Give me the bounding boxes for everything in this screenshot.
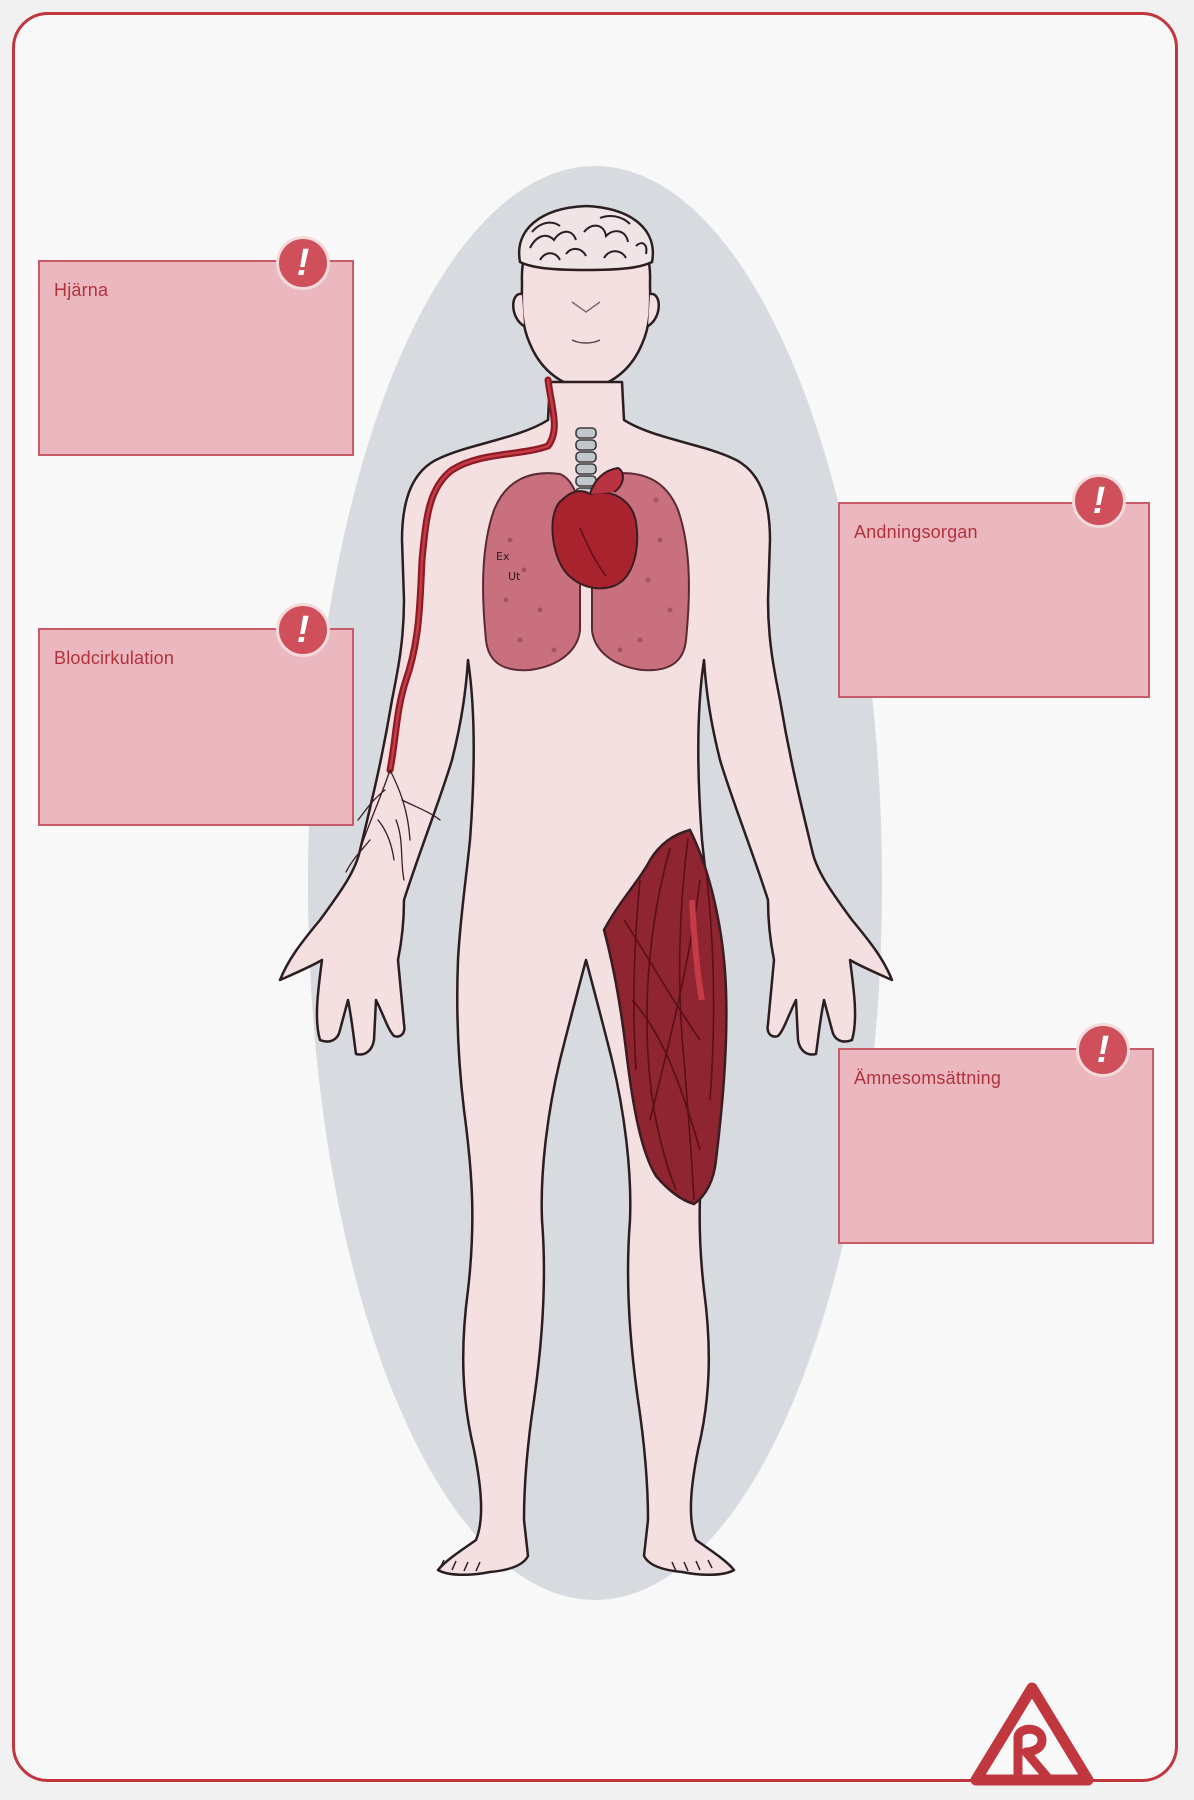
circulation-box: Blodcirkulation: [38, 628, 354, 826]
triangle-logo-icon: [968, 1680, 1096, 1788]
svg-text:Ut: Ut: [508, 570, 521, 583]
respiration-box: Andningsorgan: [838, 502, 1150, 698]
metabolism-box: Ämnesomsättning: [838, 1048, 1154, 1244]
svg-text:Ex: Ex: [496, 550, 510, 563]
exclamation-icon: !: [1072, 474, 1126, 528]
respiration-box-title: Andningsorgan: [854, 522, 978, 543]
brain-box-title: Hjärna: [54, 280, 108, 301]
exclamation-icon: !: [1076, 1023, 1130, 1077]
exclamation-icon: !: [276, 236, 330, 290]
circulation-box-title: Blodcirkulation: [54, 648, 174, 669]
exclamation-icon: !: [276, 603, 330, 657]
metabolism-box-title: Ämnesomsättning: [854, 1068, 1001, 1089]
